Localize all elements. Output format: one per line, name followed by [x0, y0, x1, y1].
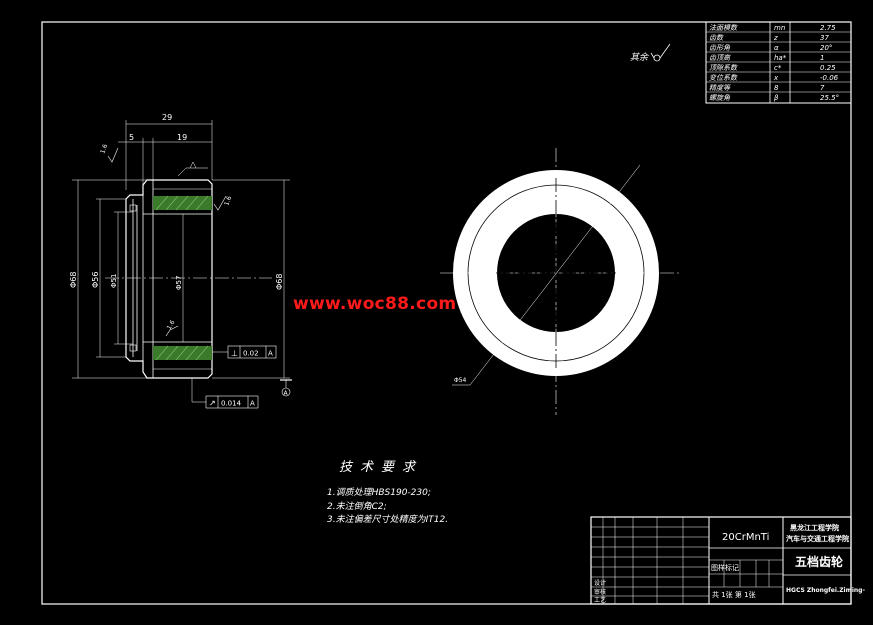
svg-text:↗: ↗	[209, 399, 216, 408]
dim-hub-diameter: Φ56	[91, 272, 100, 288]
dim-hub-width: 5	[129, 133, 134, 142]
svg-text:0.02: 0.02	[243, 350, 259, 358]
end-view: Φ54	[440, 148, 680, 415]
dim-outer-diameter: Φ68	[69, 272, 78, 288]
section-view: 29 5 19 1.6 1.6 1.6 Φ68 Φ56	[69, 113, 292, 409]
technical-requirements-title: 技术要求	[339, 460, 424, 475]
dim-step-diameter: Φ51	[110, 274, 118, 288]
roughness-symbol-icon	[653, 54, 661, 62]
param-name: 齿形角	[709, 44, 731, 52]
param-name: 法面模数	[709, 24, 738, 32]
param-name: 精度等	[709, 84, 731, 92]
roughness-mark: 1.6	[213, 195, 233, 211]
param-symbol: mn	[774, 24, 785, 32]
svg-text:1.6: 1.6	[166, 319, 177, 331]
dim-overall-width: 29	[162, 113, 172, 122]
param-value: -0.06	[820, 74, 839, 82]
surface-roughness-note: 其余	[630, 43, 671, 63]
param-value: 37	[820, 34, 829, 42]
svg-text:A: A	[250, 400, 255, 408]
param-value: 1	[820, 54, 824, 62]
param-name: 顶隙系数	[709, 64, 738, 72]
svg-text:1.6: 1.6	[99, 143, 109, 155]
datum-symbol: A	[280, 379, 292, 397]
gear-parameter-table: 法面模数 mn 2.75 齿数 z 37 齿形角 α 20° 齿顶高 ha* 1…	[705, 21, 852, 104]
param-name: 齿数	[709, 34, 724, 42]
requirement-item: 1.调质处理HBS190-230;	[327, 488, 431, 498]
scale-label: 图样标记	[711, 563, 739, 572]
svg-text:0.014: 0.014	[221, 400, 242, 408]
title-block	[590, 516, 852, 605]
technical-requirements: 技术要求 1.调质处理HBS190-230; 2.未注倒角C2; 3.未注偏差尺…	[327, 456, 567, 528]
requirement-item: 3.未注偏差尺寸处精度为IT12.	[327, 515, 449, 525]
part-name: 五档齿轮	[795, 554, 844, 569]
param-symbol: c*	[774, 64, 782, 72]
drawing-frame	[41, 21, 852, 605]
param-value: 7	[820, 84, 825, 92]
dim-gear-width: 19	[177, 133, 187, 142]
requirement-item: 2.未注倒角C2;	[327, 501, 387, 512]
param-name: 螺旋角	[709, 94, 731, 102]
check-label: 审核	[594, 588, 606, 596]
param-value: 20°	[820, 44, 832, 52]
param-symbol: x	[773, 74, 779, 82]
datum-letter: A	[284, 390, 289, 397]
roughness-mark: 1.6	[99, 143, 119, 163]
param-symbol: β	[774, 94, 779, 102]
school-name: 黑龙江工程学院	[790, 523, 839, 532]
svg-text:⊥: ⊥	[231, 349, 238, 358]
dim-tip-diameter: Φ68	[275, 274, 284, 290]
tolerance-frame-perpendicularity: ⊥ 0.02 A	[212, 345, 277, 359]
drawing-number: HGCS Zhongfei.Ziming-	[786, 587, 865, 594]
hatch-section-top	[153, 196, 212, 210]
param-value: 0.25	[820, 64, 836, 72]
param-value: 2.75	[820, 24, 836, 32]
hatch-section-bottom	[153, 346, 212, 360]
param-value: 25.5°	[820, 94, 839, 102]
design-label: 设计	[594, 579, 606, 587]
department-name: 汽车与交通工程学院	[786, 534, 849, 543]
tolerance-frame-runout: ↗ 0.014 A	[191, 378, 259, 409]
material-label: 20CrMnTi	[722, 532, 769, 543]
param-name: 齿顶高	[709, 54, 731, 62]
dim-ring-diameter: Φ54	[454, 377, 467, 384]
param-symbol: z	[773, 34, 778, 42]
svg-text:A: A	[268, 350, 273, 358]
param-symbol: ha*	[774, 54, 787, 62]
sheet-count: 共 1张 第 1张	[712, 590, 756, 599]
dim-bore-diameter: Φ57	[175, 276, 183, 290]
roughness-mark: 1.6	[166, 319, 179, 337]
param-name: 变位系数	[709, 74, 738, 82]
watermark-text: www.woc88.com	[293, 294, 457, 314]
param-symbol: 8	[774, 84, 779, 92]
approve-label: 工艺	[594, 596, 606, 604]
other-surfaces-label: 其余	[630, 52, 649, 63]
param-symbol: α	[774, 44, 779, 52]
svg-text:1.6: 1.6	[223, 195, 233, 207]
